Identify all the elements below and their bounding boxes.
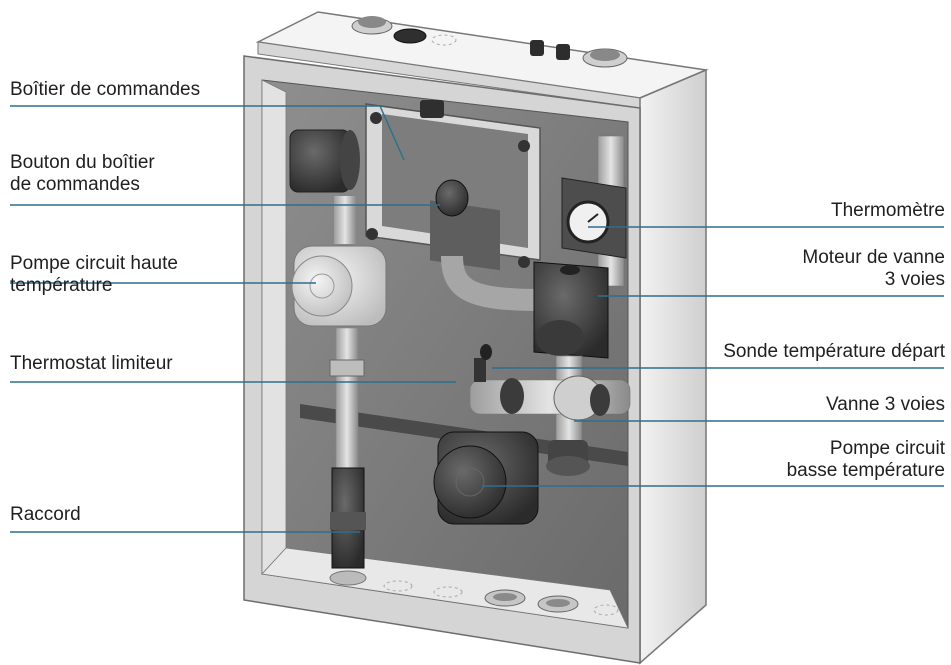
label-fitting: Raccord <box>10 504 81 525</box>
label-control-box-button: Bouton du boîtier de commandes <box>10 152 155 195</box>
three-way-valve-shape <box>469 344 631 467</box>
label-three-way-valve: Vanne 3 voies <box>825 394 945 415</box>
label-control-box: Boîtier de commandes <box>10 79 201 100</box>
control-box-shape <box>289 100 541 271</box>
high-temp-pump-shape <box>291 196 387 569</box>
right-pipework <box>441 135 627 311</box>
label-high-temp-pump: Pompe circuit haute température <box>10 253 178 296</box>
label-low-temp-pump: Pompe circuit basse température <box>786 438 945 481</box>
cabinet-side-wall <box>629 68 707 665</box>
leader-lines <box>10 105 944 533</box>
label-valve-motor: Moteur de vanne 3 voies <box>802 247 945 290</box>
label-limit-thermostat: Thermostat limiteur <box>10 353 173 374</box>
valve-motor-shape <box>533 261 609 359</box>
label-flow-temp-sensor: Sonde température départ <box>723 341 945 362</box>
cabinet-top <box>255 11 709 109</box>
label-thermometer: Thermomètre <box>830 200 945 221</box>
leader-line-control-box <box>10 105 405 161</box>
low-temp-pump-shape <box>433 431 590 525</box>
